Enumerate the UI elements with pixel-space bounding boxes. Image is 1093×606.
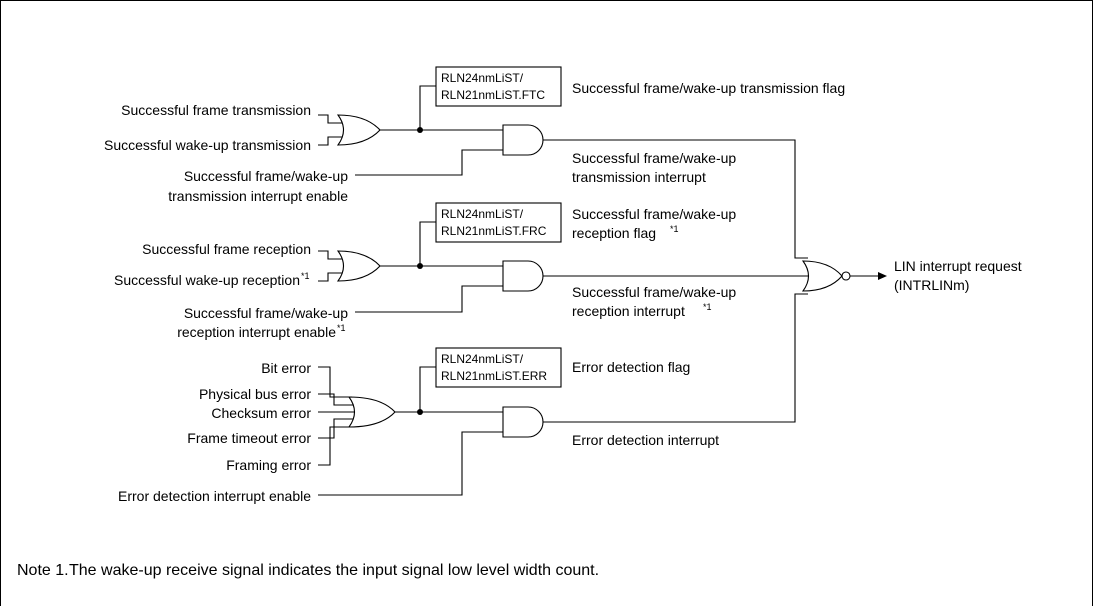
err-register-line2: RLN21nmLiST.ERR xyxy=(441,369,547,383)
footnote-mark: *1 xyxy=(337,323,346,333)
input-successful-wakeup-transmission: Successful wake-up transmission xyxy=(104,137,311,153)
input-reception-enable-line1: Successful frame/wake-up xyxy=(184,305,348,321)
input-frame-timeout-error: Frame timeout error xyxy=(187,430,311,446)
input-bit-error: Bit error xyxy=(261,360,311,376)
input-checksum-error: Checksum error xyxy=(211,405,311,421)
input-transmission-enable-line1: Successful frame/wake-up xyxy=(184,168,348,184)
input-reception-enable-line2: reception interrupt enable xyxy=(177,324,336,340)
footnote-mark: *1 xyxy=(703,302,712,312)
output-arrow xyxy=(878,272,887,280)
frc-register-box xyxy=(435,202,562,243)
input-physical-bus-error: Physical bus error xyxy=(199,386,311,402)
output-nor-gate xyxy=(801,260,843,292)
input-successful-frame-reception: Successful frame reception xyxy=(142,241,311,257)
output-label-line1: LIN interrupt request xyxy=(894,258,1022,274)
ftc-register-line1: RLN24nmLiST/ xyxy=(441,71,524,85)
reception-or-gate xyxy=(336,250,381,282)
ftc-register-box xyxy=(435,66,562,107)
transmission-group xyxy=(318,66,808,259)
footnote-mark: *1 xyxy=(670,224,679,234)
reception-interrupt-line1: Successful frame/wake-up xyxy=(572,284,736,300)
reception-and-gate xyxy=(502,260,544,292)
frc-register-line2: RLN21nmLiST.FRC xyxy=(441,224,547,238)
note-number: Note 1. xyxy=(17,562,69,579)
transmission-interrupt-line1: Successful frame/wake-up xyxy=(572,150,736,166)
note-text: The wake-up receive signal indicates the… xyxy=(69,562,600,579)
input-successful-wakeup-reception: Successful wake-up reception xyxy=(114,272,300,288)
error-group xyxy=(318,293,808,496)
reception-flag-line1: Successful frame/wake-up xyxy=(572,206,736,222)
inverter-bubble xyxy=(841,271,851,281)
ftc-register-line2: RLN21nmLiST.FTC xyxy=(441,88,545,102)
error-or-gate xyxy=(347,396,396,428)
err-register-line1: RLN24nmLiST/ xyxy=(441,352,524,366)
reception-group xyxy=(318,202,808,313)
transmission-flag-label: Successful frame/wake-up transmission fl… xyxy=(572,80,845,96)
error-and-gate xyxy=(502,406,544,438)
input-transmission-enable-line2: transmission interrupt enable xyxy=(168,188,348,204)
input-error-detection-enable: Error detection interrupt enable xyxy=(118,488,311,504)
footnote-mark: *1 xyxy=(301,271,310,281)
transmission-or-gate xyxy=(336,114,381,146)
frc-register-line1: RLN24nmLiST/ xyxy=(441,207,524,221)
reception-interrupt-line2: reception interrupt xyxy=(572,303,685,319)
output-nor-group xyxy=(801,260,887,292)
error-interrupt-label: Error detection interrupt xyxy=(572,432,719,448)
transmission-interrupt-line2: transmission interrupt xyxy=(572,169,706,185)
input-framing-error: Framing error xyxy=(226,457,311,473)
footnote: Note 1.The wake-up receive signal indica… xyxy=(17,562,599,580)
error-flag-label: Error detection flag xyxy=(572,359,690,375)
output-label-line2: (INTRLINm) xyxy=(894,277,969,293)
input-successful-frame-transmission: Successful frame transmission xyxy=(121,102,311,118)
transmission-and-gate xyxy=(502,124,544,156)
err-register-box xyxy=(435,347,562,388)
reception-flag-line2: reception flag xyxy=(572,225,656,241)
